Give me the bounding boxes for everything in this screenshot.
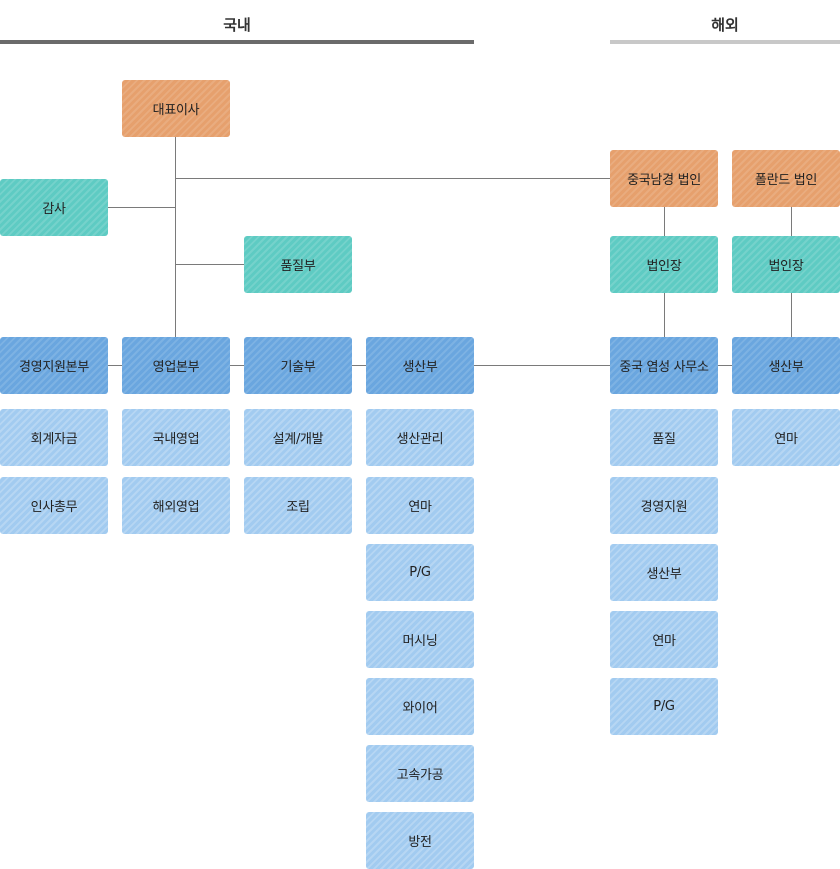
connector-poland-head-production: [791, 293, 792, 337]
production-team-box: 고속가공: [366, 745, 474, 802]
poland-corporation-box: 폴란드 법인: [732, 150, 840, 207]
sales-team-box: 해외영업: [122, 477, 230, 534]
connector-audit: [108, 207, 175, 208]
production-team-box: P/G: [366, 544, 474, 601]
domestic-header-label: 국내: [223, 16, 251, 34]
china-office-box: 중국 염성 사무소: [610, 337, 718, 394]
china-head-box: 법인장: [610, 236, 718, 293]
management-division-box: 경영지원본부: [0, 337, 108, 394]
production-team-box: 머시닝: [366, 611, 474, 668]
connector-division-row: [108, 365, 610, 366]
production-dept-box: 생산부: [366, 337, 474, 394]
management-team-box: 인사총무: [0, 477, 108, 534]
production-team-box: 연마: [366, 477, 474, 534]
connector-poland-corp-head: [791, 207, 792, 236]
production-team-box: 생산관리: [366, 409, 474, 466]
overseas-header: 해외: [610, 0, 840, 44]
china-team-box: 연마: [610, 611, 718, 668]
china-team-box: P/G: [610, 678, 718, 735]
management-team-box: 회계자금: [0, 409, 108, 466]
china-team-box: 경영지원: [610, 477, 718, 534]
china-team-box: 품질: [610, 409, 718, 466]
overseas-header-label: 해외: [711, 16, 739, 34]
production-team-box: 와이어: [366, 678, 474, 735]
poland-production-box: 생산부: [732, 337, 840, 394]
china-corporation-box: 중국남경 법인: [610, 150, 718, 207]
audit-box: 감사: [0, 179, 108, 236]
technology-dept-box: 기술부: [244, 337, 352, 394]
china-team-box: 생산부: [610, 544, 718, 601]
connector-ceo-vertical: [175, 137, 176, 337]
overseas-header-bar: [610, 40, 840, 44]
connector-ceo-to-overseas: [176, 178, 610, 179]
poland-team-box: 연마: [732, 409, 840, 466]
sales-team-box: 국내영업: [122, 409, 230, 466]
ceo-box: 대표이사: [122, 80, 230, 137]
technology-team-box: 설계/개발: [244, 409, 352, 466]
domestic-header-bar: [0, 40, 474, 44]
technology-team-box: 조립: [244, 477, 352, 534]
quality-dept-box: 품질부: [244, 236, 352, 293]
connector-overseas-row: [718, 365, 732, 366]
connector-china-corp-head: [664, 207, 665, 236]
poland-head-box: 법인장: [732, 236, 840, 293]
production-team-box: 방전: [366, 812, 474, 869]
sales-division-box: 영업본부: [122, 337, 230, 394]
connector-quality: [176, 264, 244, 265]
connector-china-head-office: [664, 293, 665, 337]
domestic-header: 국내: [0, 0, 474, 44]
